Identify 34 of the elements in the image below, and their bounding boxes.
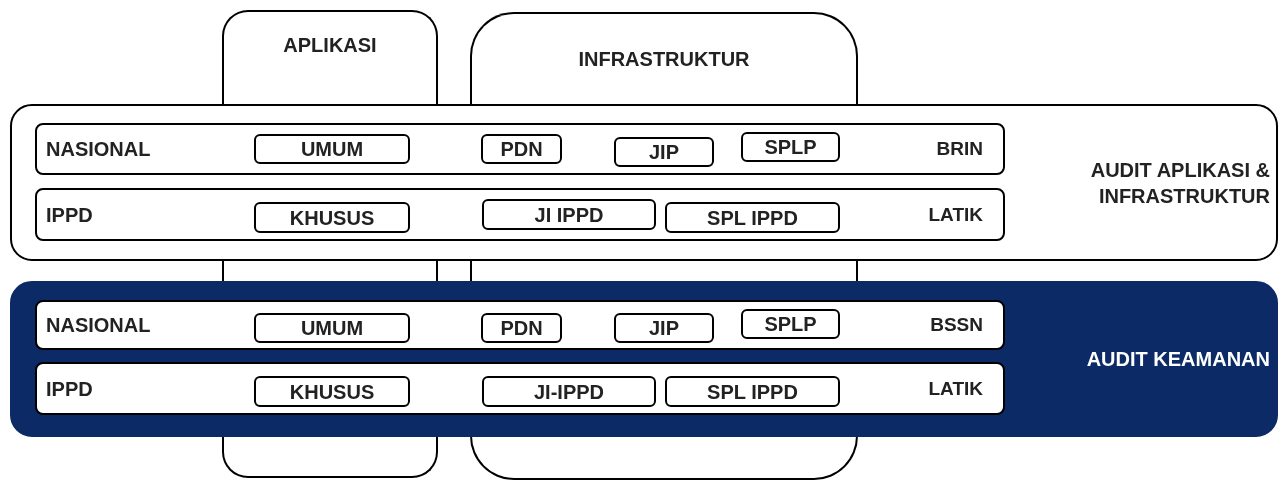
audit-band <box>10 104 1278 261</box>
row-box <box>35 123 1005 175</box>
band-label: AUDIT APLIKASI & INFRASTRUKTUR <box>1089 157 1270 209</box>
tag-box: JIP <box>614 313 714 343</box>
agency-label: BRIN <box>936 136 983 161</box>
tag-box: PDN <box>481 313 562 343</box>
tag-box: SPLP <box>741 132 840 162</box>
band-label: AUDIT KEAMANAN <box>1085 347 1270 372</box>
tag-box: PDN <box>481 134 562 164</box>
row-label: IPPD <box>46 202 93 228</box>
row-label: NASIONAL <box>46 313 151 338</box>
row-box <box>35 188 1005 241</box>
row-label: NASIONAL <box>46 137 151 162</box>
row-label: IPPD <box>46 376 93 402</box>
tag-box: SPL IPPD <box>665 202 840 233</box>
audit-band <box>10 281 1278 437</box>
row-box <box>35 362 1005 415</box>
tag-box: SPL IPPD <box>665 376 840 407</box>
row-box <box>35 300 1005 350</box>
agency-label: BSSN <box>930 312 983 337</box>
tag-box: KHUSUS <box>254 376 410 407</box>
column-heading: INFRASTRUKTUR <box>577 47 751 72</box>
tag-box: UMUM <box>254 134 410 164</box>
column-panel <box>222 10 438 105</box>
tag-box: SPLP <box>741 309 840 339</box>
column-heading: APLIKASI <box>282 33 378 58</box>
column-panel <box>470 12 858 105</box>
agency-label: LATIK <box>928 376 983 401</box>
tag-box: JIP <box>614 137 714 167</box>
tag-box: UMUM <box>254 313 410 343</box>
agency-label: LATIK <box>928 202 983 227</box>
tag-box: KHUSUS <box>254 202 410 233</box>
tag-box: JI IPPD <box>482 199 656 230</box>
tag-box: JI-IPPD <box>482 376 656 407</box>
